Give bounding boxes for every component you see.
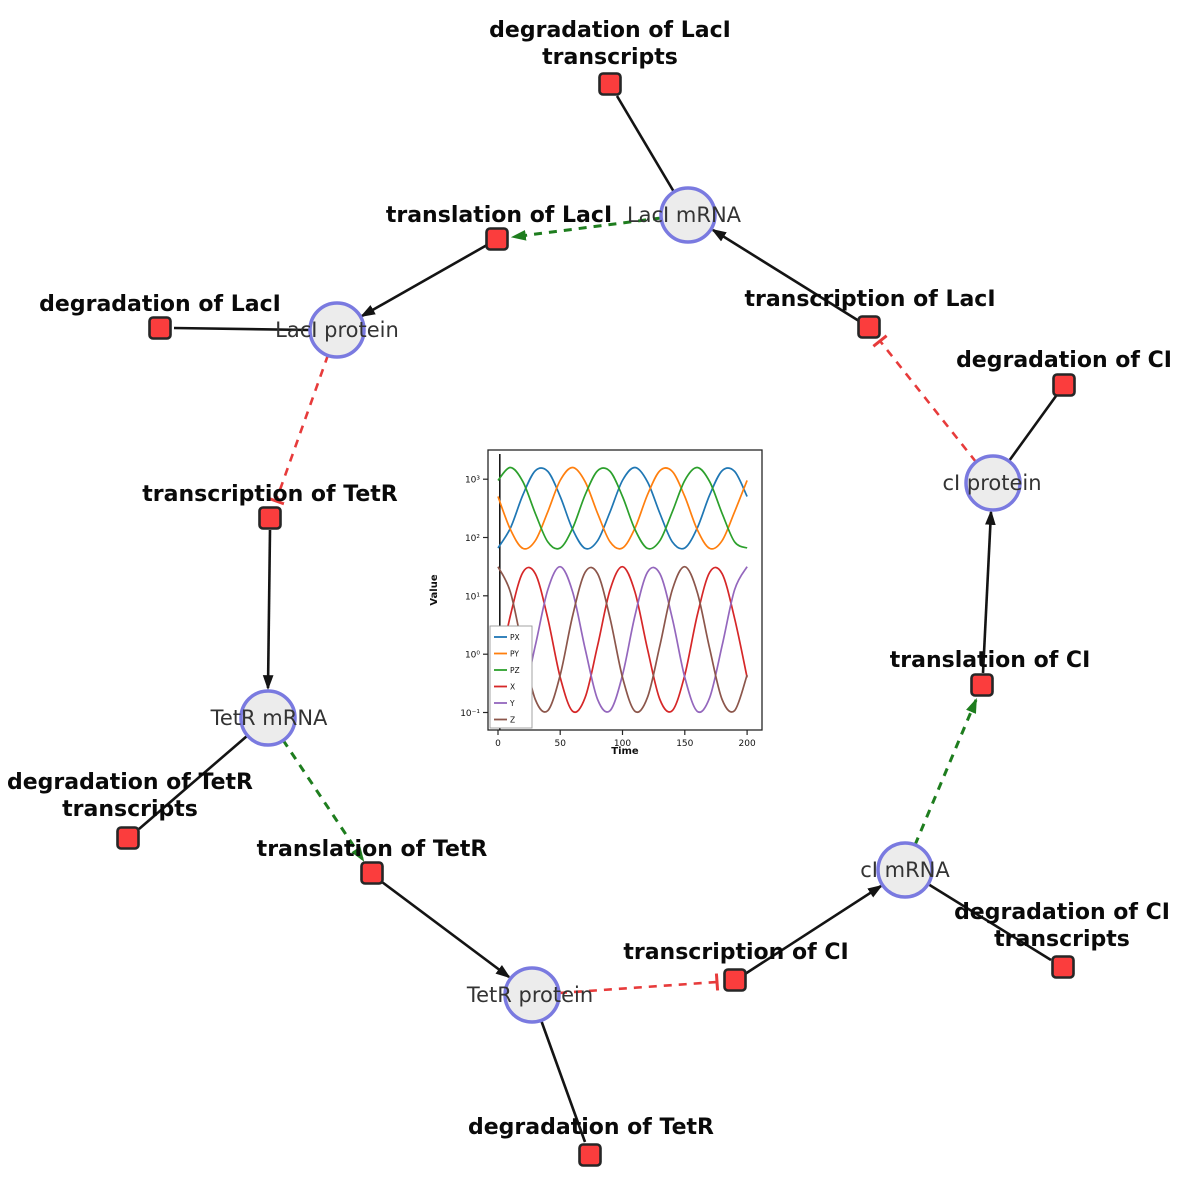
- species-node-ci_protein[interactable]: [964, 454, 1022, 512]
- reaction-node-degradation_of_ci_transcripts[interactable]: [1051, 955, 1075, 979]
- chart-y-tick: 10⁰: [465, 651, 480, 661]
- chart-series-Z: [497, 565, 748, 713]
- edge-tetr_protein-degradation_of_tetr: [539, 1019, 587, 1143]
- edge-ci_protein-transcription_of_laci: [872, 334, 978, 463]
- chart-x-tick: 0: [495, 739, 501, 749]
- chart-xlabel: Time: [611, 746, 639, 757]
- edge-ci_protein-degradation_of_ci: [1007, 395, 1058, 462]
- edge-translation_of_ci-ci_protein: [981, 509, 996, 674]
- species-node-laci_mrna[interactable]: [659, 186, 717, 244]
- chart-y-tick: 10⁻¹: [460, 709, 480, 719]
- reaction-label-transcription_of_laci: transcription of LacI: [744, 287, 995, 312]
- species-label-tetr_protein: TetR protein: [466, 983, 593, 1007]
- species-label-tetr_mrna: TetR mRNA: [210, 706, 328, 730]
- reaction-label-degradation_of_laci_transcripts: transcripts: [542, 45, 678, 70]
- species-label-laci_protein: LacI protein: [275, 318, 399, 342]
- chart-y-tick: 10³: [465, 476, 480, 486]
- edge-transcription_of_laci-laci_mrna: [711, 228, 860, 323]
- reaction-node-transcription_of_ci[interactable]: [723, 968, 747, 992]
- reaction-label-degradation_of_ci: degradation of CI: [956, 348, 1172, 373]
- reaction-node-translation_of_laci[interactable]: [485, 227, 509, 251]
- edge-transcription_of_tetr-tetr_mrna: [262, 529, 274, 691]
- reaction-label-translation_of_ci: translation of CI: [890, 648, 1091, 673]
- reaction-label-transcription_of_tetr: transcription of TetR: [142, 482, 398, 507]
- chart-ylabel: Value: [429, 574, 440, 605]
- reaction-node-degradation_of_laci[interactable]: [148, 316, 172, 340]
- chart-legend-label-PY: PY: [510, 650, 519, 659]
- chart-plot-border: [487, 449, 763, 731]
- chart-x-tick: 50: [554, 739, 566, 749]
- reaction-label-translation_of_tetr: translation of TetR: [257, 837, 488, 862]
- chart-x-tick: 200: [739, 739, 756, 749]
- chart-legend-box: [489, 625, 533, 729]
- reaction-label-transcription_of_ci: transcription of CI: [623, 940, 848, 965]
- reaction-label-degradation_of_laci: degradation of LacI: [39, 292, 281, 317]
- edge-translation_of_tetr-tetr_protein: [381, 880, 511, 979]
- reaction-label-degradation_of_ci_transcripts: transcripts: [994, 927, 1130, 952]
- chart-series-PX: [497, 466, 748, 550]
- reaction-node-transcription_of_tetr[interactable]: [258, 506, 282, 530]
- reaction-node-translation_of_ci[interactable]: [970, 673, 994, 697]
- reaction-label-degradation_of_tetr_transcripts: transcripts: [62, 797, 198, 822]
- species-label-laci_mrna: LacI mRNA: [627, 203, 742, 227]
- species-node-tetr_mrna[interactable]: [239, 689, 297, 747]
- chart-series-PY: [497, 466, 748, 550]
- edge-tetr_protein-transcription_of_ci: [558, 973, 720, 995]
- reaction-node-degradation_of_tetr[interactable]: [578, 1143, 602, 1167]
- chart-y-tick: 10²: [465, 534, 480, 544]
- chart-series-PZ: [497, 466, 748, 550]
- chart-legend-label-Z: Z: [510, 716, 515, 725]
- reaction-node-degradation_of_tetr_transcripts[interactable]: [116, 826, 140, 850]
- edge-ci_mrna-degradation_of_ci_transcripts: [927, 882, 1052, 962]
- reaction-label-degradation_of_ci_transcripts: degradation of CI: [954, 900, 1170, 925]
- edge-ci_mrna-translation_of_ci: [913, 698, 978, 846]
- species-label-ci_mrna: cI mRNA: [860, 858, 950, 882]
- species-node-tetr_protein[interactable]: [503, 966, 561, 1024]
- chart-series-X: [497, 565, 748, 713]
- reaction-node-translation_of_tetr[interactable]: [360, 861, 384, 885]
- species-node-ci_mrna[interactable]: [876, 841, 934, 899]
- species-label-ci_protein: cI protein: [942, 471, 1041, 495]
- reaction-label-degradation_of_laci_transcripts: degradation of LacI: [489, 18, 731, 43]
- edge-laci_mrna-translation_of_laci: [510, 216, 662, 241]
- edge-laci_mrna-degradation_of_laci_transcripts: [615, 95, 676, 193]
- reaction-label-degradation_of_tetr: degradation of TetR: [468, 1115, 714, 1140]
- chart-legend-label-PZ: PZ: [510, 666, 520, 675]
- reaction-node-transcription_of_laci[interactable]: [857, 315, 881, 339]
- reaction-label-translation_of_laci: translation of LacI: [386, 203, 612, 228]
- edge-translation_of_laci-laci_protein: [360, 243, 488, 318]
- species-node-laci_protein[interactable]: [308, 301, 366, 359]
- edge-tetr_mrna-degradation_of_tetr_transcripts: [138, 735, 248, 830]
- chart-legend-label-Y: Y: [509, 699, 515, 708]
- reaction-label-degradation_of_tetr_transcripts: degradation of TetR: [7, 770, 253, 795]
- edge-laci_protein-transcription_of_tetr: [267, 354, 330, 506]
- chart-x-tick: 150: [676, 739, 693, 749]
- reaction-node-degradation_of_laci_transcripts[interactable]: [598, 72, 622, 96]
- edge-laci_protein-degradation_of_laci: [173, 326, 311, 332]
- chart-legend-label-PX: PX: [510, 633, 520, 642]
- edge-transcription_of_ci-ci_mrna: [744, 884, 883, 976]
- chart-y-tick: 10¹: [465, 592, 480, 602]
- chart-legend-label-X: X: [510, 683, 515, 692]
- edge-tetr_mrna-translation_of_tetr: [281, 739, 365, 862]
- chart-x-tick: 100: [614, 739, 631, 749]
- reaction-node-degradation_of_ci[interactable]: [1052, 373, 1076, 397]
